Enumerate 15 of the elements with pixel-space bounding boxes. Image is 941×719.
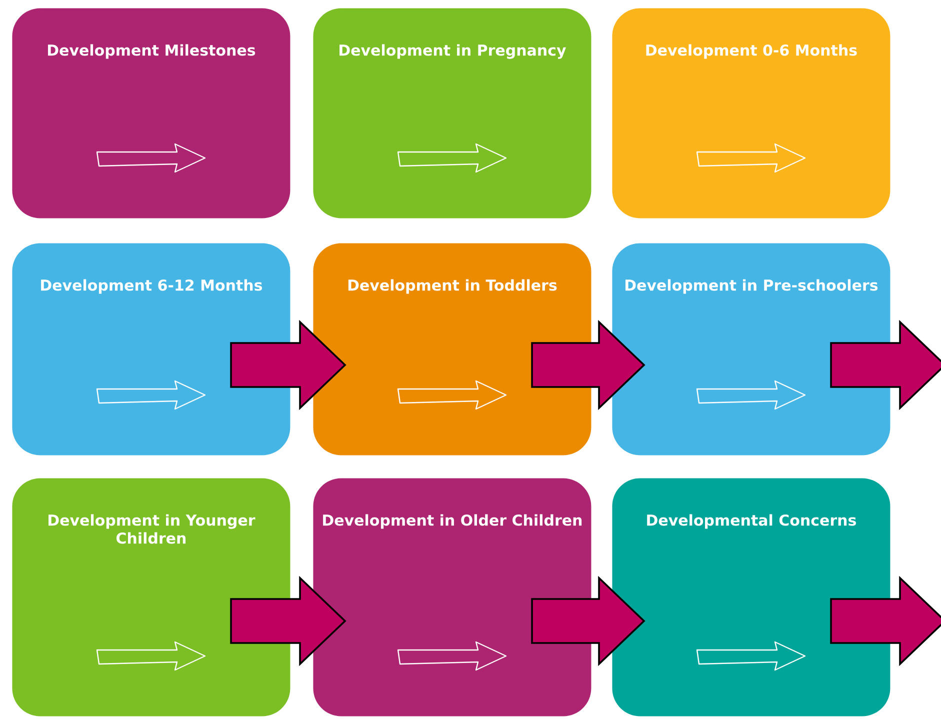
card: Development in Older Children xyxy=(313,478,592,716)
block-arrow xyxy=(531,320,646,410)
block-arrow xyxy=(830,320,941,410)
card: Development in Pregnancy xyxy=(313,8,592,218)
card: Development in Younger Children xyxy=(12,478,290,716)
card: Developmental Concerns xyxy=(612,478,890,716)
card: Development Milestones xyxy=(12,8,290,218)
block-arrow xyxy=(230,320,346,410)
card: Development in Toddlers xyxy=(313,243,592,456)
card: Development 0-6 Months xyxy=(612,8,890,218)
card: Development 6-12 Months xyxy=(12,243,290,456)
block-arrow xyxy=(531,576,646,666)
block-arrow xyxy=(230,576,346,666)
card: Development in Pre-schoolers xyxy=(612,243,890,456)
block-arrow xyxy=(830,576,941,666)
